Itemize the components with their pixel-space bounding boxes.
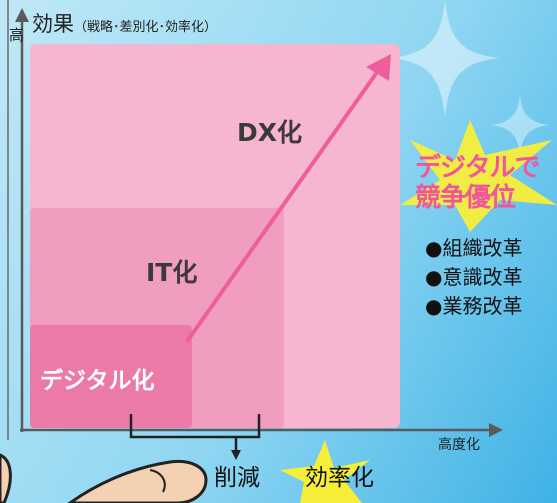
x-axis-title: 高度化: [438, 437, 480, 453]
dx-stage-label: DX化: [237, 118, 303, 147]
callout-line-2: 競争優位: [415, 183, 516, 213]
y-axis-title-sub: （戦略･差別化･効率化）: [74, 20, 218, 35]
callout-line-1: デジタルで: [415, 153, 540, 183]
reduction-label: 削減: [214, 465, 260, 491]
digital-stage-label: デジタル化: [40, 368, 155, 394]
efficiency-label: 効率化: [305, 465, 374, 491]
y-axis-high-label: 高: [9, 26, 25, 44]
callout-bullet: ●意識改革: [425, 265, 523, 289]
callout-bullet: ●業務改革: [425, 294, 523, 318]
y-axis-title-main: 効果: [32, 12, 74, 36]
callout-bullet: ●組織改革: [425, 236, 523, 260]
it-stage-label: IT化: [146, 258, 198, 287]
digital-stage-box: [30, 325, 192, 428]
y-axis-title: 効果（戦略･差別化･効率化）: [32, 8, 217, 38]
